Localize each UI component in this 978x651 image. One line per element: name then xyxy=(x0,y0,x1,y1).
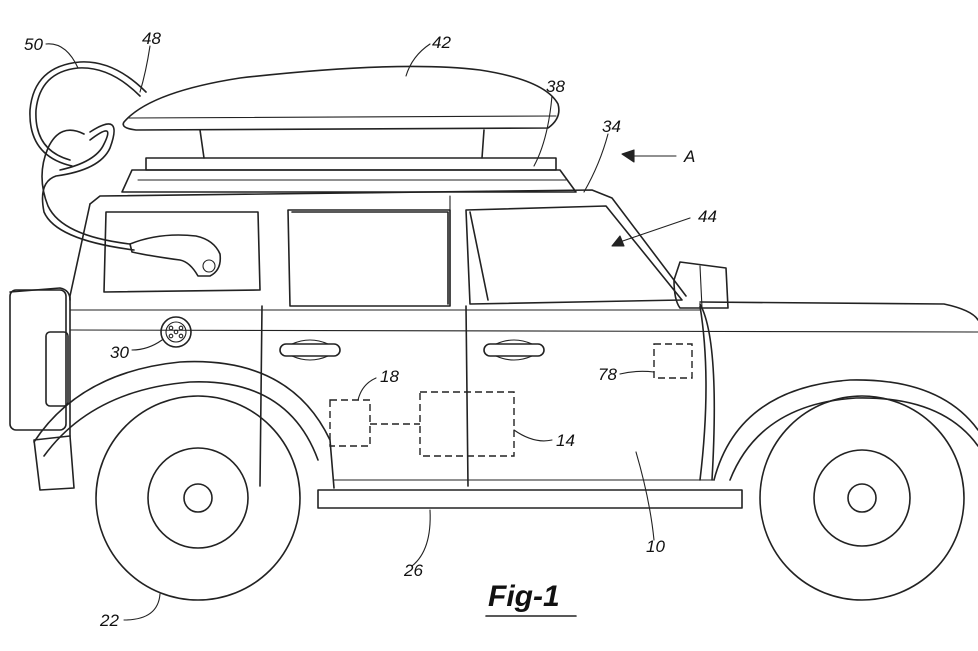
leader-lines xyxy=(45,43,691,621)
ref-label-A: A xyxy=(683,147,695,166)
doors xyxy=(259,305,707,487)
ref-label-26: 26 xyxy=(403,561,423,580)
figure-caption-text: Fig-1 xyxy=(488,580,560,613)
ref-label-44: 44 xyxy=(698,207,717,226)
roof-cargo-box xyxy=(122,65,560,131)
ref-label-78: 78 xyxy=(598,365,617,384)
rear-spare-panel xyxy=(9,289,75,491)
cargo-box-mount xyxy=(145,129,557,171)
ref-label-22: 22 xyxy=(99,611,119,630)
ref-label-34: 34 xyxy=(602,117,621,136)
ref-label-38: 38 xyxy=(546,77,565,96)
ref-label-42: 42 xyxy=(432,33,451,52)
battery-box-14 xyxy=(419,391,515,457)
ref-label-30: 30 xyxy=(110,343,129,362)
controller-box-18 xyxy=(329,399,371,447)
side-mirror xyxy=(673,261,729,309)
module-box-78 xyxy=(653,343,693,379)
charging-cable xyxy=(29,61,147,251)
charge-port xyxy=(160,316,192,348)
charging-connector xyxy=(129,234,222,277)
figure-caption: Fig-1 xyxy=(485,580,577,617)
vehicle-body xyxy=(9,189,978,509)
reference-labels: 50 48 42 38 34 A 44 30 18 78 14 10 26 22 xyxy=(24,29,717,630)
rear-wheel xyxy=(95,395,301,601)
ref-label-10: 10 xyxy=(646,537,665,556)
side-windows xyxy=(103,195,683,307)
ref-label-48: 48 xyxy=(142,29,161,48)
front-wheel xyxy=(759,395,965,601)
ref-label-50: 50 xyxy=(24,35,43,54)
ref-label-18: 18 xyxy=(380,367,399,386)
roof-rack xyxy=(121,169,577,193)
ref-label-14: 14 xyxy=(556,431,575,450)
